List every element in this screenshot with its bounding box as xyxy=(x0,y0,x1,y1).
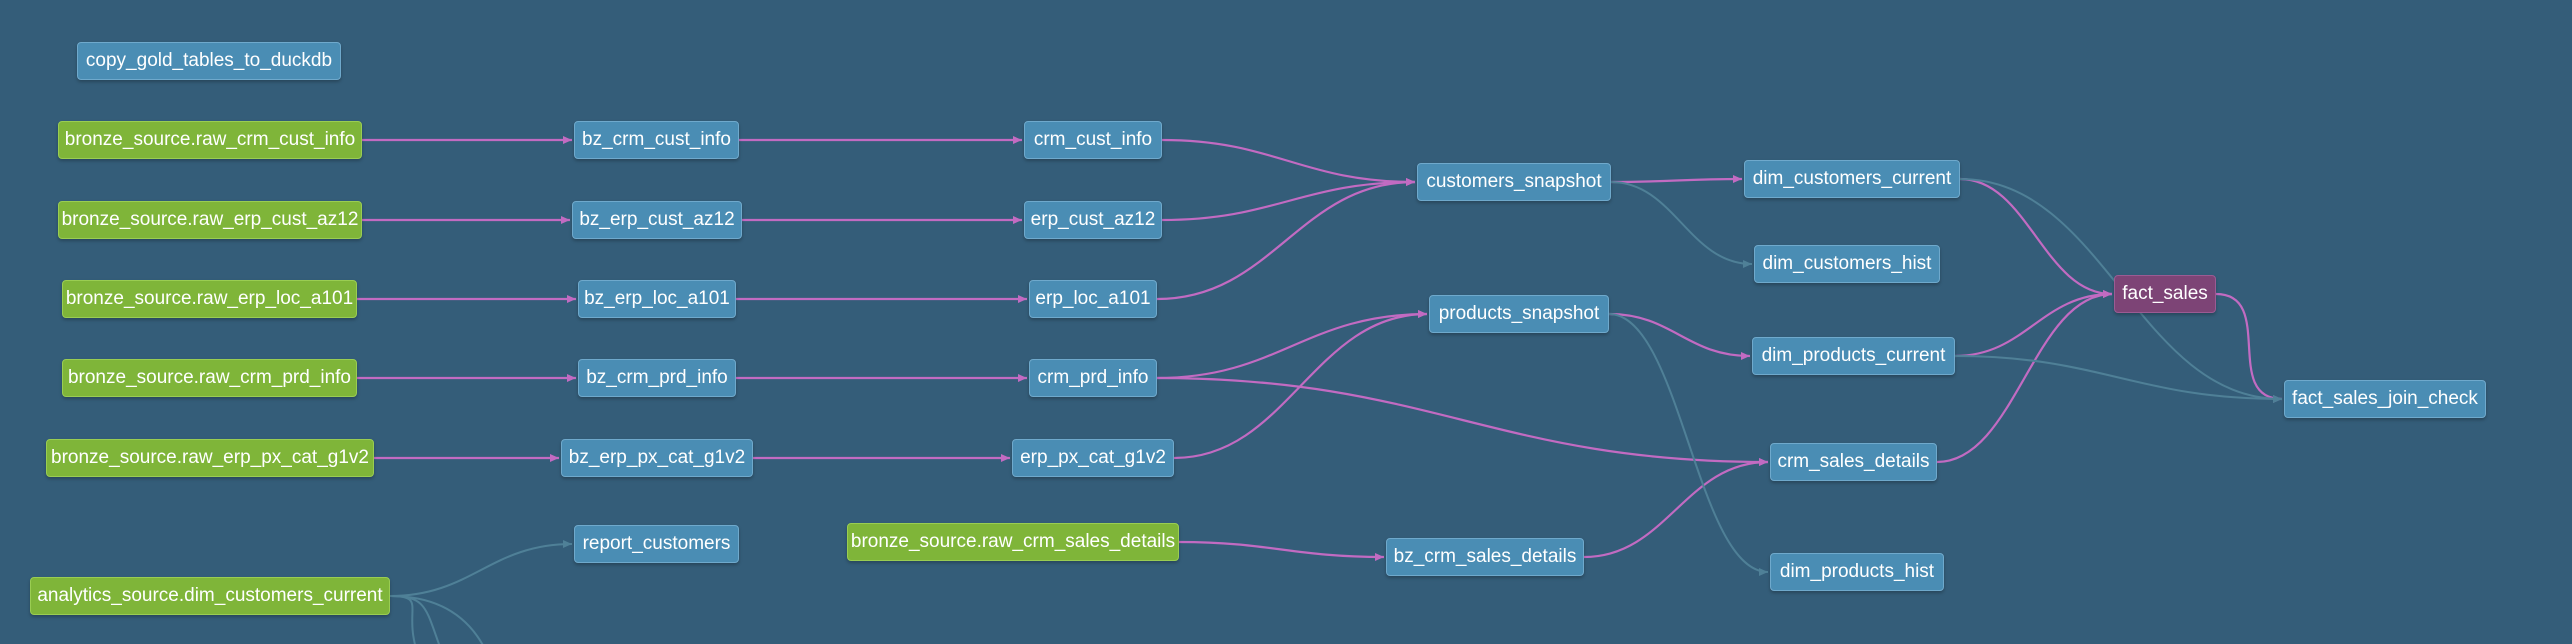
node-erp-px-cat-g1v2[interactable]: erp_px_cat_g1v2 xyxy=(1012,439,1174,477)
node-crm-sales-details[interactable]: crm_sales_details xyxy=(1770,443,1937,481)
edge-dim_products_current-to-fact_sales xyxy=(1954,290,2113,358)
node-source-raw-crm-sales-details[interactable]: bronze_source.raw_crm_sales_details xyxy=(847,523,1179,561)
edge-dim_products_current-to-fact_sales_join_check xyxy=(1954,355,2283,403)
node-copy-gold-tables-to-duckdb[interactable]: copy_gold_tables_to_duckdb xyxy=(77,42,341,80)
node-source-analytics-dim-customers-current[interactable]: analytics_source.dim_customers_current xyxy=(30,577,390,615)
edge-fact_sales-to-fact_sales_join_check xyxy=(2215,292,2283,403)
node-bz-crm-cust-info[interactable]: bz_crm_cust_info xyxy=(574,121,739,159)
node-fact-sales-join-check[interactable]: fact_sales_join_check xyxy=(2284,380,2486,418)
edge-crm_cust_info-to-customers_snapshot xyxy=(1161,138,1416,186)
edge-crm_prd_info-to-products_snapshot xyxy=(1156,310,1428,380)
edge-src_dim_customers_current-to-report_customers xyxy=(389,540,573,597)
edge-customers_snapshot-to-dim_customers_hist xyxy=(1610,181,1753,268)
node-source-raw-erp-px-cat-g1v2[interactable]: bronze_source.raw_erp_px_cat_g1v2 xyxy=(46,439,374,477)
node-bz-erp-loc-a101[interactable]: bz_erp_loc_a101 xyxy=(578,280,736,318)
edge-src_crm_sales_details-to-bz_crm_sales_details xyxy=(1178,540,1385,561)
edge-erp_loc_a101-to-customers_snapshot xyxy=(1156,178,1416,301)
node-source-raw-crm-cust-info[interactable]: bronze_source.raw_crm_cust_info xyxy=(58,121,362,159)
node-dim-products-hist[interactable]: dim_products_hist xyxy=(1770,553,1944,591)
node-report-customers[interactable]: report_customers xyxy=(574,525,739,563)
node-bz-crm-sales-details[interactable]: bz_crm_sales_details xyxy=(1386,538,1584,576)
edge-src_dim_customers_current-to-offscreen_a xyxy=(389,595,417,644)
edge-dim_customers_current-to-fact_sales xyxy=(1959,177,2113,298)
edge-crm_sales_details-to-fact_sales xyxy=(1936,290,2113,464)
edge-erp_cust_az12-to-customers_snapshot xyxy=(1161,178,1416,222)
node-source-raw-erp-loc-a101[interactable]: bronze_source.raw_erp_loc_a101 xyxy=(62,280,357,318)
node-erp-loc-a101[interactable]: erp_loc_a101 xyxy=(1029,280,1157,318)
node-fact-sales[interactable]: fact_sales xyxy=(2114,275,2216,313)
edge-bz_crm_sales_details-to-crm_sales_details xyxy=(1583,458,1769,559)
edge-customers_snapshot-to-dim_customers_current xyxy=(1610,175,1743,184)
edge-products_snapshot-to-dim_products_hist xyxy=(1608,313,1769,576)
node-erp-cust-az12[interactable]: erp_cust_az12 xyxy=(1024,201,1162,239)
node-dim-customers-current[interactable]: dim_customers_current xyxy=(1744,160,1960,198)
node-customers-snapshot[interactable]: customers_snapshot xyxy=(1417,163,1611,201)
node-bz-erp-px-cat-g1v2[interactable]: bz_erp_px_cat_g1v2 xyxy=(561,439,753,477)
edge-crm_prd_info-to-crm_sales_details xyxy=(1156,376,1769,466)
node-bz-crm-prd-info[interactable]: bz_crm_prd_info xyxy=(578,359,736,397)
node-crm-cust-info[interactable]: crm_cust_info xyxy=(1024,121,1162,159)
node-source-raw-erp-cust-az12[interactable]: bronze_source.raw_erp_cust_az12 xyxy=(58,201,362,239)
node-products-snapshot[interactable]: products_snapshot xyxy=(1429,295,1609,333)
node-dim-customers-hist[interactable]: dim_customers_hist xyxy=(1754,245,1940,283)
node-source-raw-crm-prd-info[interactable]: bronze_source.raw_crm_prd_info xyxy=(62,359,357,397)
node-crm-prd-info[interactable]: crm_prd_info xyxy=(1029,359,1157,397)
edge-products_snapshot-to-dim_products_current xyxy=(1608,312,1751,360)
node-dim-products-current[interactable]: dim_products_current xyxy=(1752,337,1955,375)
edge-src_dim_customers_current-to-offscreen_c xyxy=(389,595,484,644)
node-bz-erp-cust-az12[interactable]: bz_erp_cust_az12 xyxy=(572,201,742,239)
